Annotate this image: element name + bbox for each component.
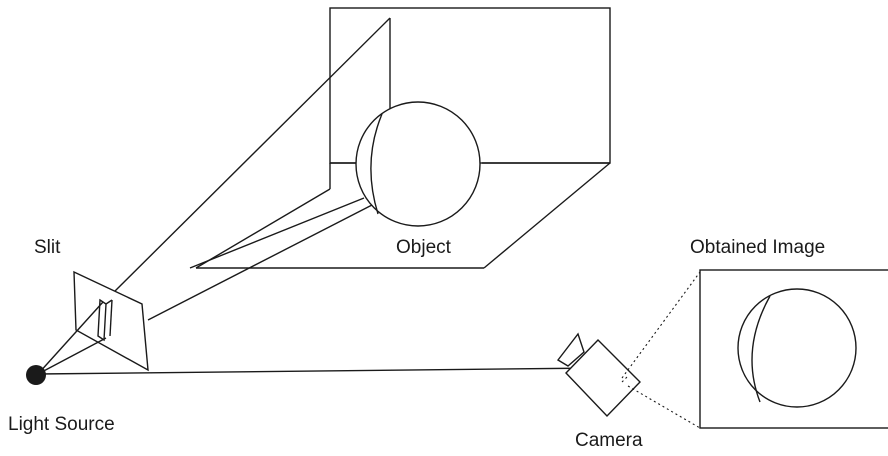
sphere-outline: [355, 101, 481, 227]
box-floor-left-edge: [195, 188, 331, 269]
camera-viewfinder: [556, 332, 585, 367]
image-sphere: [737, 288, 857, 408]
ray-to-slit-bottom: [37, 337, 107, 375]
slit-label: Slit: [34, 237, 61, 258]
obtained-image: [699, 269, 888, 429]
light-plane-floor-edge: [189, 197, 365, 269]
image-light-stripe: [751, 295, 771, 403]
object-label: Object: [396, 237, 452, 258]
sphere-object: [355, 101, 481, 227]
projection-line-bottom: [627, 385, 701, 429]
light-plane: [111, 17, 391, 321]
light-plane-top-edge: [111, 17, 391, 295]
ray-to-slit-top: [37, 301, 104, 375]
baseline: [37, 367, 601, 375]
projection-line-top: [621, 271, 701, 379]
box-floor-right-edge: [483, 162, 611, 269]
slit-opening: [97, 298, 107, 342]
slit: [73, 270, 149, 372]
camera-body: [565, 339, 641, 418]
camera: [556, 332, 641, 418]
projection-lines: [621, 271, 701, 429]
image-frame: [699, 269, 888, 429]
slit-opening-depth: [105, 299, 113, 305]
obtained-image-label: Obtained Image: [690, 237, 825, 258]
slit-opening-depth2: [109, 299, 113, 337]
camera-lens-dot: [621, 375, 629, 383]
light-source-dot: [26, 365, 46, 385]
light-source: [26, 301, 601, 385]
camera-label: Camera: [575, 430, 643, 451]
light-source-label: Light Source: [8, 414, 115, 435]
light-plane-bottom-edge: [147, 204, 373, 321]
sphere-light-stripe: [370, 113, 383, 215]
